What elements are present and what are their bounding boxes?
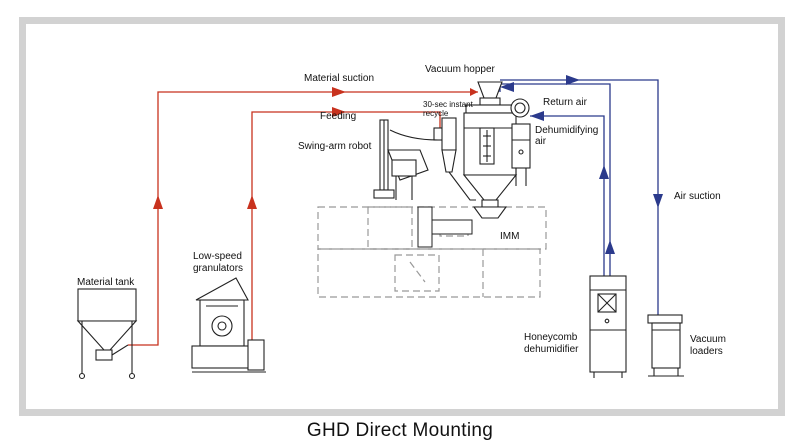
label-swing-arm-robot: Swing-arm robot	[298, 141, 372, 152]
air-flow-arrows	[500, 75, 663, 254]
label-return-air: Return air	[543, 97, 587, 108]
label-feeding: Feeding	[320, 111, 357, 122]
instant-recycle-cyclone	[433, 117, 476, 201]
arrow-dehumidifying-left	[530, 111, 544, 121]
arrow-vacuum-hopper-right	[566, 75, 580, 85]
label-material-tank: Material tank	[77, 277, 135, 288]
label-vacuum-loaders-line2: loaders	[690, 346, 723, 357]
label-air-suction: Air suction	[674, 191, 721, 202]
label-dehumidifying-air-line2: air	[535, 136, 547, 147]
label-dehumidifying-air-line1: Dehumidifying	[535, 125, 599, 136]
vacuum-hopper-air-line	[500, 79, 659, 315]
arrow-right-material-suction	[332, 87, 346, 97]
dehumidifying-air-unit	[510, 98, 531, 186]
diagram-caption: GHD Direct Mounting	[306, 420, 494, 441]
label-material-suction: Material suction	[304, 73, 375, 84]
low-speed-granulator	[191, 277, 266, 373]
arrow-air-suction-down	[653, 194, 663, 208]
label-vacuum-hopper: Vacuum hopper	[425, 64, 495, 75]
label-honeycomb-dehumidifier-line1: Honeycomb	[524, 332, 578, 343]
dehumidifying-air-line	[530, 115, 605, 276]
diagram-frame	[19, 17, 785, 416]
arrow-return-air-left	[500, 82, 514, 92]
label-vacuum-loaders-line1: Vacuum	[690, 334, 726, 345]
arrow-right-feeding	[332, 107, 346, 117]
material-suction-line	[128, 91, 478, 346]
label-honeycomb-dehumidifier-line2: dehumidifier	[524, 344, 579, 355]
swing-arm-robot	[373, 119, 439, 200]
imm-solid-parts	[417, 206, 473, 248]
label-low-speed-granulators-line2: granulators	[193, 263, 244, 274]
vacuum-hopper	[462, 81, 518, 219]
arrow-hopper-entry	[470, 88, 478, 96]
arrow-up-material-tank	[153, 195, 163, 209]
vacuum-loaders	[647, 314, 684, 377]
label-low-speed-granulators-line1: Low-speed	[193, 251, 242, 262]
arrow-dehumidifier-out-up	[599, 165, 609, 179]
label-instant-recycle-line2: recycle	[423, 109, 449, 118]
label-imm: IMM	[500, 231, 520, 242]
material-flow-arrows	[153, 87, 478, 209]
label-instant-recycle-line1: 30-sec instant	[423, 100, 473, 109]
honeycomb-dehumidifier	[589, 275, 627, 378]
arrow-dehumidifier-up	[605, 240, 615, 254]
arrow-up-granulator	[247, 195, 257, 209]
material-tank	[76, 288, 138, 380]
